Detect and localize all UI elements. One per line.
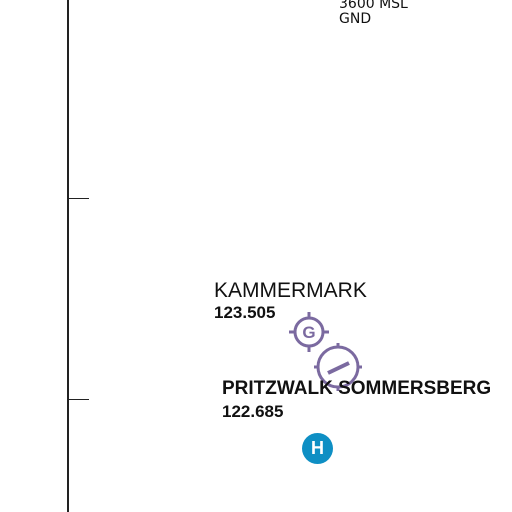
chart-frame-line xyxy=(67,0,69,512)
airfield-frequency-pritzwalk: 122.685 xyxy=(222,402,284,421)
airfield-name-pritzwalk: PRITZWALK SOMMERSBERG xyxy=(222,378,492,399)
heliport-icon[interactable]: H xyxy=(302,433,333,464)
airfield-runway-icon[interactable] xyxy=(313,342,363,392)
frame-tick-mark xyxy=(68,198,89,199)
frame-tick-mark xyxy=(68,399,89,400)
glider-airfield-icon[interactable]: G xyxy=(287,310,331,354)
airspace-upper-limit: 3600 MSL xyxy=(339,0,408,12)
airspace-altitude-label: 3600 MSL GND xyxy=(339,0,408,27)
airspace-lower-limit: GND xyxy=(339,11,372,27)
heliport-letter: H xyxy=(311,438,324,458)
glider-symbol-letter: G xyxy=(302,323,315,342)
airfield-name-kammermark: KAMMERMARK xyxy=(214,279,367,302)
airfield-frequency-kammermark: 123.505 xyxy=(214,303,276,322)
